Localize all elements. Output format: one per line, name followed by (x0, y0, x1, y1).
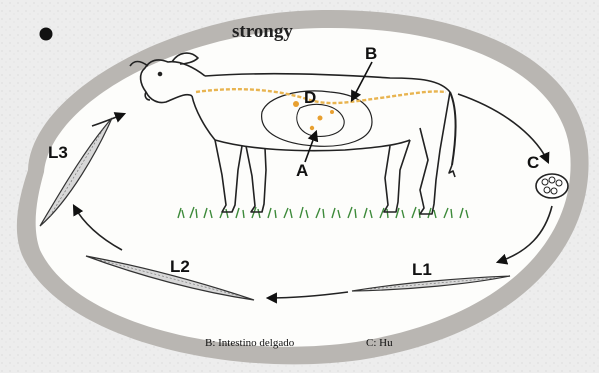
label-l3: L3 (48, 143, 68, 162)
bullet-icon (40, 28, 53, 41)
label-a: A (296, 161, 308, 180)
label-c: C (527, 153, 539, 172)
egg-icon (536, 174, 568, 198)
label-l2: L2 (170, 257, 190, 276)
label-b: B (365, 44, 377, 63)
caption-c: C: Hu (366, 337, 393, 349)
caption-b: B: Intestino delgado (205, 337, 295, 349)
label-l1: L1 (412, 260, 432, 279)
title-fragment: strongy (232, 21, 293, 42)
label-d: D (304, 88, 316, 107)
